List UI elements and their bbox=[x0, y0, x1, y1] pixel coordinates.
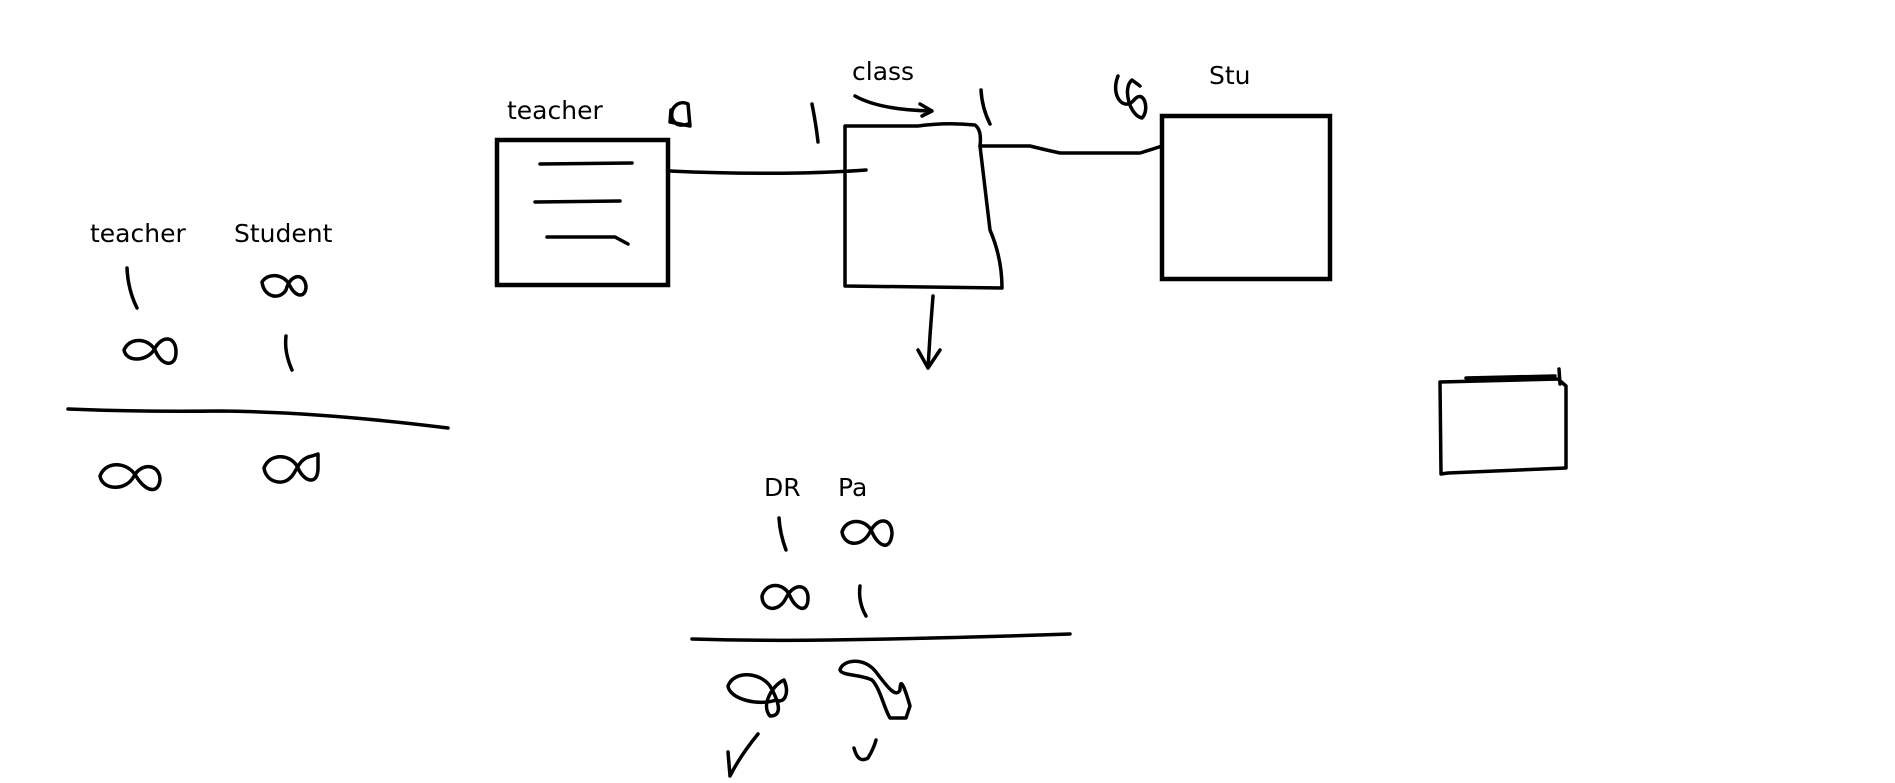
separator-line bbox=[66, 407, 450, 430]
check-mark bbox=[852, 738, 878, 762]
attribute-line bbox=[545, 235, 630, 246]
one-mark bbox=[979, 88, 992, 126]
many-mark bbox=[98, 463, 162, 492]
label-teacher-box: teacher bbox=[507, 96, 603, 125]
many-mark bbox=[838, 659, 912, 720]
connector-teacher-class bbox=[668, 168, 868, 175]
student-entity: Stu bbox=[1113, 61, 1333, 282]
class-box bbox=[843, 121, 1004, 290]
label-left-teacher: teacher bbox=[90, 219, 186, 248]
label-bottom-dr: DR bbox=[764, 473, 801, 502]
check-mark bbox=[726, 732, 760, 778]
connector-class-student bbox=[978, 144, 1164, 155]
many-mark bbox=[262, 452, 320, 484]
class-entity: class bbox=[810, 57, 1004, 290]
left-cardinality-table: teacher Student bbox=[66, 219, 450, 492]
many-mark bbox=[760, 583, 810, 610]
attribute-line bbox=[533, 199, 622, 204]
extra-box bbox=[1438, 367, 1568, 476]
one-mark bbox=[125, 266, 139, 310]
attribute-line bbox=[538, 161, 634, 166]
many-mark bbox=[840, 519, 894, 547]
one-mark bbox=[777, 516, 788, 552]
down-arrow bbox=[916, 294, 942, 370]
one-mark bbox=[810, 102, 820, 144]
student-box bbox=[1159, 113, 1333, 282]
many-mark bbox=[668, 101, 692, 128]
teacher-box bbox=[494, 137, 671, 288]
bottom-cardinality-table: DR Pa bbox=[690, 473, 1072, 778]
many-mark bbox=[260, 273, 308, 298]
many-mark bbox=[726, 673, 789, 718]
one-mark bbox=[857, 584, 868, 618]
class-pointer-arrow bbox=[853, 94, 934, 118]
one-mark bbox=[283, 334, 294, 372]
teacher-entity: teacher bbox=[494, 96, 692, 288]
label-bottom-pa: Pa bbox=[838, 473, 867, 502]
many-mark bbox=[122, 337, 178, 365]
many-mark bbox=[1113, 74, 1148, 120]
label-left-student: Student bbox=[234, 219, 333, 248]
label-student-box: Stu bbox=[1209, 61, 1251, 90]
separator-line bbox=[690, 632, 1072, 643]
label-class-box: class bbox=[852, 57, 914, 86]
